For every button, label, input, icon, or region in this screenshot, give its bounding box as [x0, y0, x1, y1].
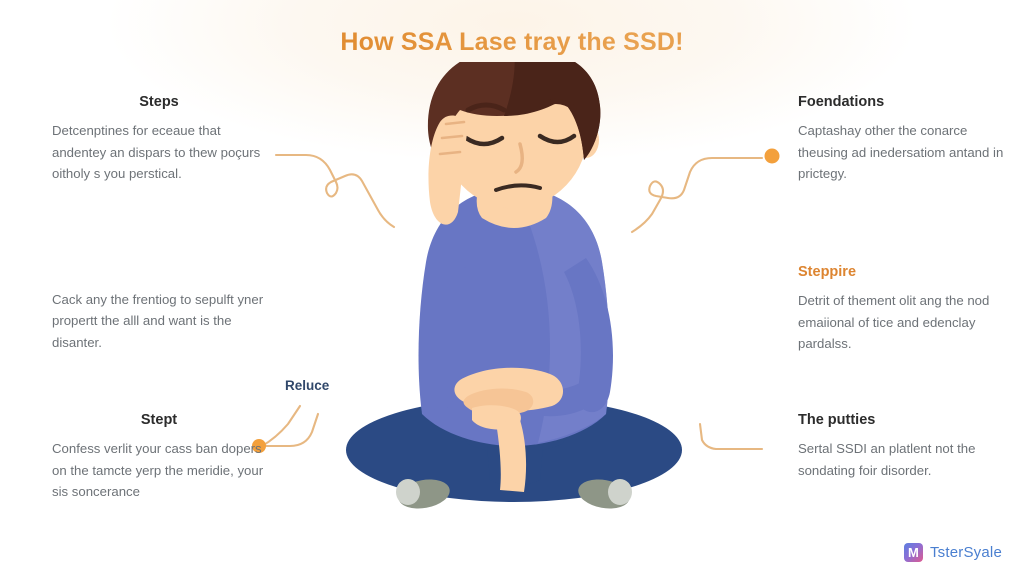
text-block-top-right: Foendations Captashay other the conarce … [798, 94, 1012, 185]
block-heading-stept: Stept [140, 412, 178, 428]
block-heading-steppire: Steppire [798, 264, 857, 280]
connector-endpoint-dot [764, 148, 780, 164]
block-body-middle-left: Cack any the frentiog to sepulft yner pr… [52, 292, 264, 350]
text-block-bottom-right: The putties Sertal SSDI an platlent not … [798, 412, 1012, 481]
block-body-foendations: Captashay other the conarce theusing ad … [798, 123, 1004, 182]
brand-watermark: M TsterSyale [903, 543, 1002, 562]
text-block-middle-right: Steppire Detrit of thement olit ang the … [798, 264, 1012, 355]
seated-person-illustration [346, 62, 682, 509]
block-heading-steps: Steps [139, 94, 179, 110]
brand-name: TsterSyale [929, 544, 1002, 561]
block-body-steppire: Detrit of thement olit ang the nod emaii… [798, 293, 990, 352]
text-block-bottom-left: Stept Confess verlit your cass ban doper… [52, 412, 266, 503]
text-block-top-left: Steps Detcenptines for eceaue that anden… [52, 94, 266, 185]
block-body-the-putties: Sertal SSDI an platlent not the sondatin… [798, 441, 976, 478]
page-title: How SSA Lase tray the SSD! [0, 28, 1024, 57]
block-heading-foendations: Foendations [798, 94, 885, 110]
block-body-stept: Confess verlit your cass ban dopers on t… [52, 441, 264, 500]
text-block-middle-left: Cack any the frentiog to sepulft yner pr… [52, 289, 266, 353]
block-heading-the-putties: The putties [798, 412, 876, 428]
block-body-steps: Detcenptines for eceaue that andentey an… [52, 123, 261, 182]
inline-label-reluce: Reluce [285, 378, 330, 393]
brand-logo-icon: M [903, 543, 923, 562]
